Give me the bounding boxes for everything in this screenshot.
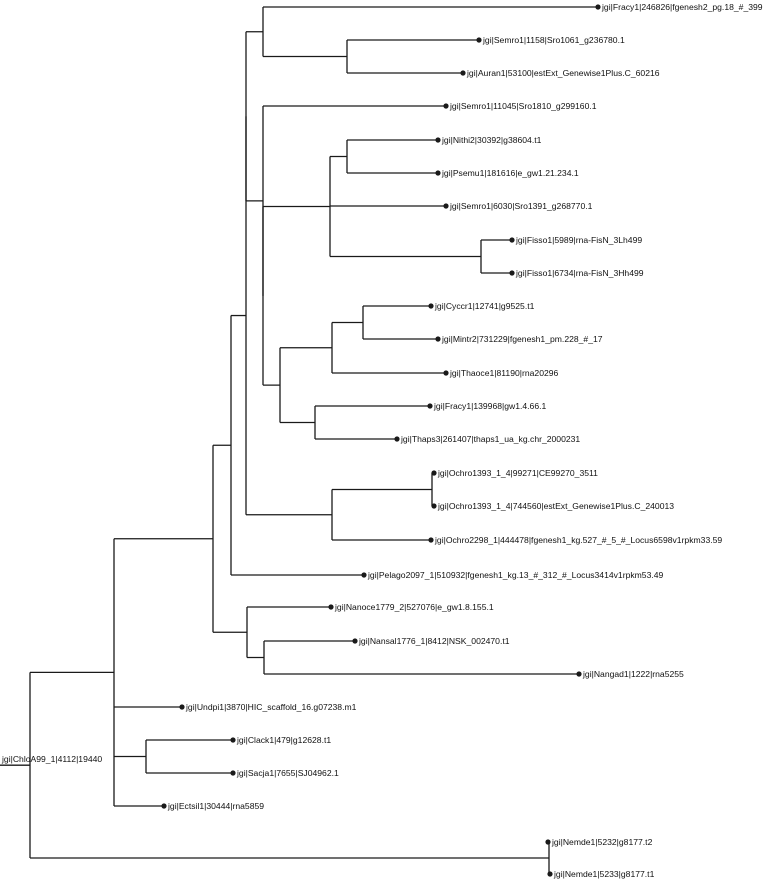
leaf-label: jgi|Psemu1|181616|e_gw1.21.234.1 [441,168,579,178]
leaf-node-dot [431,503,437,509]
leaf-label: jgi|Nangad1|1222|rna5255 [582,669,684,679]
leaf-label: jgi|Nansal1776_1|8412|NSK_002470.t1 [358,636,510,646]
leaf-node-dot [509,270,515,276]
leaf-node-dot [509,237,515,243]
leaf-node-dot [328,604,334,610]
leaf-node-dot [476,37,482,43]
leaf-label: jgi|Ochro1393_1_4|744560|estExt_Genewise… [437,501,674,511]
leaf-label: jgi|Thaoce1|81190|rna20296 [449,368,559,378]
leaf-node-dot [460,70,466,76]
leaf-node-dot [428,303,434,309]
leaf-label: jgi|Sacja1|7655|SJ04962.1 [236,768,339,778]
leaf-node-dot [443,370,449,376]
leaf-label: jgi|Thaps3|261407|thaps1_ua_kg.chr_20002… [400,434,580,444]
leaf-label: jgi|Ectsil1|30444|rna5859 [167,801,264,811]
leaf-node-dot [230,770,236,776]
leaf-label: jgi|Nemde1|5233|g8177.t1 [553,869,655,879]
leaf-node-dot [394,436,400,442]
leaf-label: jgi|Fracy1|246826|fgenesh2_pg.18_#_399 [601,2,763,12]
leaf-node-dot [352,638,358,644]
leaf-label: jgi|Auran1|53100|estExt_Genewise1Plus.C_… [466,68,660,78]
leaf-node-dot [595,4,601,10]
leaf-node-dot [427,403,433,409]
leaf-label: jgi|Fisso1|6734|rna-FisN_3Hh499 [515,268,644,278]
leaf-label: jgi|Mintr2|731229|fgenesh1_pm.228_#_17 [441,334,603,344]
leaf-label: jgi|Clack1|479|g12628.t1 [236,735,331,745]
leaf-label: jgi|Cyccr1|12741|g9525.t1 [434,301,535,311]
leaf-label: jgi|Nanoce1779_2|527076|e_gw1.8.155.1 [334,602,494,612]
leaf-node-dot [435,170,441,176]
leaf-node-dot [428,537,434,543]
leaf-node-dot [545,839,551,845]
leaf-label: jgi|Fracy1|139968|gw1.4.66.1 [433,401,547,411]
leaf-node-dot [230,737,236,743]
leaf-node-dot [431,470,437,476]
root-label: jgi|ChloA99_1|4112|19440 [1,754,102,764]
leaf-label: jgi|Nemde1|5232|g8177.t2 [551,837,653,847]
leaf-label: jgi|Ochro1393_1_4|99271|CE99270_3511 [437,468,598,478]
leaf-label: jgi|Nithi2|30392|g38604.t1 [441,135,542,145]
leaf-node-dot [576,671,582,677]
leaf-node-dot [443,103,449,109]
leaf-label: jgi|Semro1|6030|Sro1391_g268770.1 [449,201,593,211]
leaf-label: jgi|Pelago2097_1|510932|fgenesh1_kg.13_#… [367,570,664,580]
leaf-label: jgi|Ochro2298_1|444478|fgenesh1_kg.527_#… [434,535,722,545]
leaf-label: jgi|Fisso1|5989|rna-FisN_3Lh499 [515,235,642,245]
leaf-label: jgi|Semro1|1158|Sro1061_g236780.1 [482,35,625,45]
leaf-label: jgi|Undpi1|3870|HIC_scaffold_16.g07238.m… [185,702,357,712]
leaf-node-dot [435,336,441,342]
leaf-node-dot [179,704,185,710]
leaf-node-dot [547,871,553,877]
leaf-node-dot [435,137,441,143]
leaf-label: jgi|Semro1|11045|Sro1810_g299160.1 [449,101,597,111]
leaf-node-dot [443,203,449,209]
leaf-node-dot [161,803,167,809]
leaf-node-dot [361,572,367,578]
